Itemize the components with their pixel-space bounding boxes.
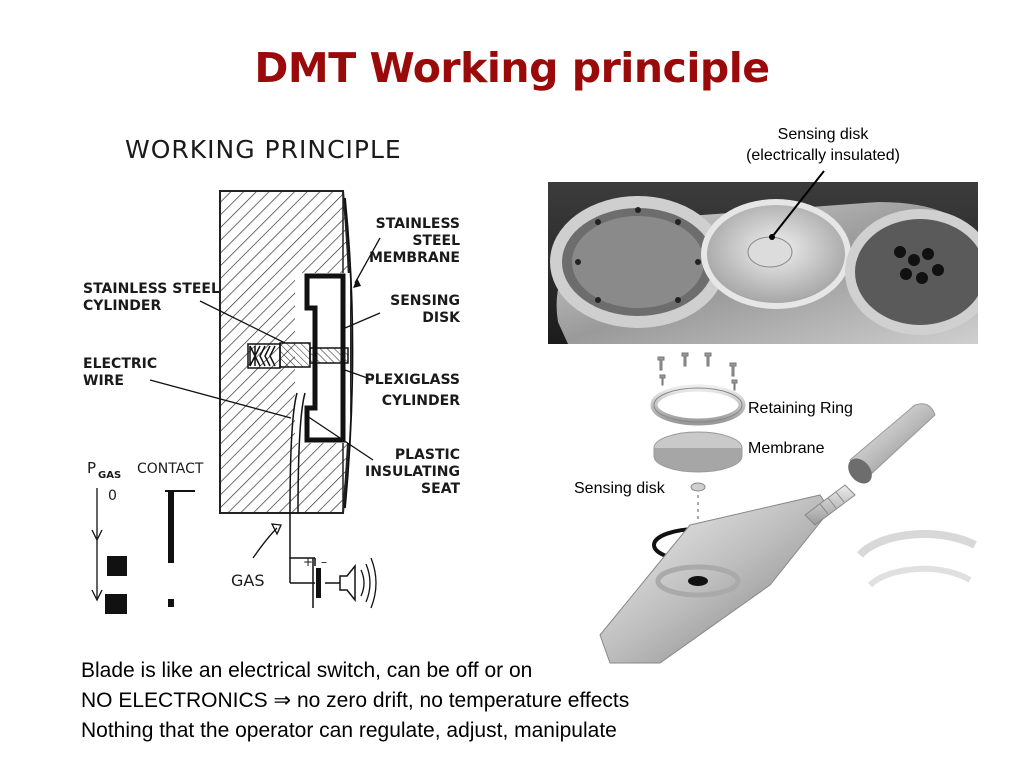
- body-line-3: Nothing that the operator can regulate, …: [81, 719, 617, 742]
- label-seat-3: SEAT: [421, 481, 460, 497]
- label-seat-1: PLASTIC: [395, 447, 460, 463]
- label-contact: CONTACT: [137, 461, 204, 477]
- label-pgas: P: [87, 459, 96, 477]
- body-text: Blade is like an electrical switch, can …: [81, 656, 629, 746]
- label-zero: 0: [108, 488, 117, 504]
- label-plexi-1: PLEXIGLASS: [364, 372, 460, 388]
- label-wire-1: ELECTRIC: [83, 356, 157, 372]
- spring: [249, 345, 276, 367]
- blade: [599, 494, 831, 664]
- buzzer-icon: [339, 563, 356, 603]
- retaining-ring-label: Retaining Ring: [748, 400, 853, 417]
- schematic-title: WORKING PRINCIPLE: [125, 135, 402, 164]
- caption-line1: Sensing disk: [777, 126, 869, 143]
- label-wire-2: WIRE: [83, 373, 124, 389]
- label-cylinder-1: STAINLESS STEEL: [83, 281, 220, 297]
- body-line-1: Blade is like an electrical switch, can …: [81, 659, 533, 682]
- label-sensing-1: SENSING: [390, 293, 460, 309]
- slide-title: DMT Working principle: [254, 44, 770, 92]
- label-membrane-2: STEEL: [412, 233, 460, 249]
- label-membrane-1: STAINLESS: [376, 216, 460, 232]
- caption-pointer: [769, 170, 825, 240]
- caption-line2: (electrically insulated): [746, 147, 900, 164]
- label-pgas-sub: GAS: [98, 470, 121, 481]
- label-plus: +: [303, 555, 313, 569]
- label-minus: –: [321, 555, 327, 569]
- contact-indicator-1: [107, 556, 127, 576]
- sensing-disk-label: Sensing disk: [574, 480, 665, 497]
- label-sensing-2: DISK: [422, 310, 461, 326]
- contact-indicator-2: [105, 594, 127, 614]
- label-cylinder-2: CYLINDER: [83, 298, 161, 314]
- blade-photo: [548, 182, 978, 344]
- body-line-2: NO ELECTRONICS ⇒ no zero drift, no tempe…: [81, 689, 630, 712]
- label-membrane-3: MEMBRANE: [369, 250, 460, 266]
- sensing-disk-part: [690, 482, 706, 492]
- steel-cylinder: [279, 342, 311, 368]
- working-principle-schematic: WORKING PRINCIPLE STAINLESS STEEL MEMBRA…: [83, 135, 461, 614]
- label-seat-2: INSULATING: [365, 464, 460, 480]
- sensing-disk-caption: Sensing disk (electrically insulated): [718, 124, 928, 166]
- label-gas: GAS: [231, 571, 265, 590]
- label-plexi-2: CYLINDER: [382, 393, 460, 409]
- exploded-view: [599, 352, 977, 664]
- membrane-label: Membrane: [748, 440, 825, 457]
- sensing-disk: [309, 347, 349, 364]
